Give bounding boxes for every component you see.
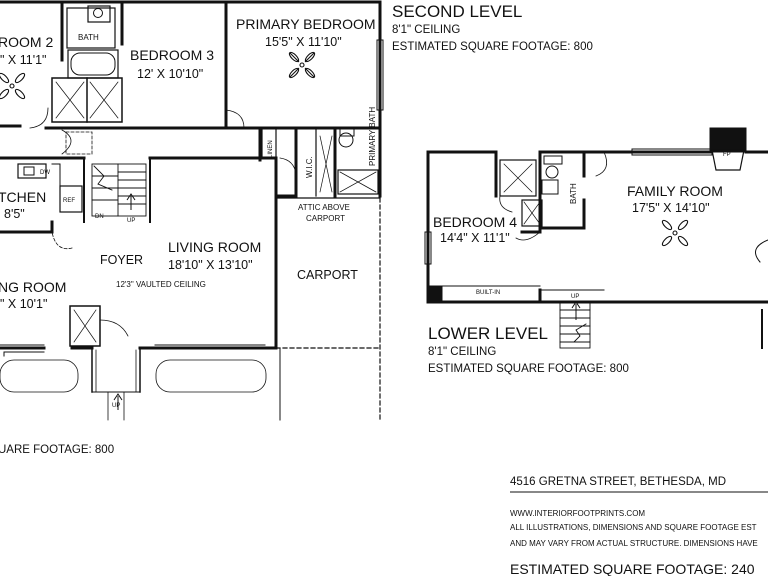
linen-label: LINEN xyxy=(268,140,274,158)
arrow-up-icon xyxy=(113,393,123,410)
attic-label-line1: ATTIC ABOVE xyxy=(298,203,350,212)
lower-level-title: LOWER LEVEL xyxy=(428,324,548,343)
bedroom-2-name: ROOM 2 xyxy=(0,34,53,50)
bedroom-4-name: BEDROOM 4 xyxy=(433,214,517,230)
ceiling-fan-icon xyxy=(661,219,689,247)
ceiling-fan-icon xyxy=(0,72,26,100)
bedroom-2-dims: " X 11'1" xyxy=(0,53,46,67)
main-level-sqft: UARE FOOTAGE: 800 xyxy=(0,444,114,456)
lower-level-sqft: ESTIMATED SQUARE FOOTAGE: 800 xyxy=(428,363,629,375)
primary-bedroom-dims: 15'5" X 11'10" xyxy=(265,35,342,49)
foyer-label: FOYER xyxy=(100,253,143,267)
built-in-label: BUILT-IN xyxy=(476,290,500,296)
attic-label-line2: CARPORT xyxy=(306,214,345,223)
ceiling-fans xyxy=(0,51,689,247)
lower-bath-label: BATH xyxy=(569,183,578,204)
ceiling-fan-icon xyxy=(288,51,316,79)
primary-bedroom-name: PRIMARY BEDROOM xyxy=(236,16,376,32)
dining-room-dims: " X 10'1" xyxy=(0,297,47,311)
arrow-up-icon xyxy=(571,301,581,320)
fireplace-label: FP xyxy=(723,152,731,158)
bedroom-3-dims: 12' X 10'10" xyxy=(137,67,203,81)
living-room-dims: 18'10" X 13'10" xyxy=(168,258,253,272)
property-address: 4516 GRETNA STREET, BETHESDA, MD xyxy=(510,476,726,488)
family-room-name: FAMILY ROOM xyxy=(627,183,723,199)
lower-stairs-up-label: UP xyxy=(571,294,579,300)
second-level-title: SECOND LEVEL xyxy=(392,2,522,21)
refrigerator-label: REF xyxy=(63,198,75,204)
primary-bath-label: PRIMARY BATH xyxy=(368,107,377,166)
bedroom-3-name: BEDROOM 3 xyxy=(130,47,214,63)
company-website: WWW.INTERIORFOOTPRINTS.COM xyxy=(510,509,645,518)
stairs-down-label: DN xyxy=(95,214,104,220)
carport-label: CARPORT xyxy=(297,268,358,282)
disclaimer-line-1: ALL ILLUSTRATIONS, DIMENSIONS AND SQUARE… xyxy=(510,523,757,532)
stairs-up-label: UP xyxy=(127,218,135,224)
vaulted-ceiling-label: 12'3" VAULTED CEILING xyxy=(116,280,206,289)
arrow-up-icon xyxy=(126,193,136,210)
wic-label: W.I.C. xyxy=(305,156,314,178)
bedroom-4-dims: 14'4" X 11'1" xyxy=(440,231,510,245)
second-level-sqft: ESTIMATED SQUARE FOOTAGE: 800 xyxy=(392,41,593,53)
kitchen-dims: 8'5" xyxy=(4,207,25,221)
upper-bath-label: BATH xyxy=(78,33,99,42)
dining-room-name: NG ROOM xyxy=(0,279,66,295)
walls xyxy=(0,0,768,421)
total-sqft: ESTIMATED SQUARE FOOTAGE: 240 xyxy=(510,561,755,576)
entry-up-label: UP xyxy=(112,403,120,409)
second-level-ceiling: 8'1" CEILING xyxy=(392,24,460,36)
dishwasher-label: DW xyxy=(40,170,50,176)
lower-level-ceiling: 8'1" CEILING xyxy=(428,346,496,358)
family-room-dims: 17'5" X 14'10" xyxy=(632,201,710,215)
kitchen-name: TCHEN xyxy=(0,189,46,205)
disclaimer-line-2: AND MAY VARY FROM ACTUAL STRUCTURE. DIME… xyxy=(510,539,758,548)
living-room-name: LIVING ROOM xyxy=(168,239,261,255)
